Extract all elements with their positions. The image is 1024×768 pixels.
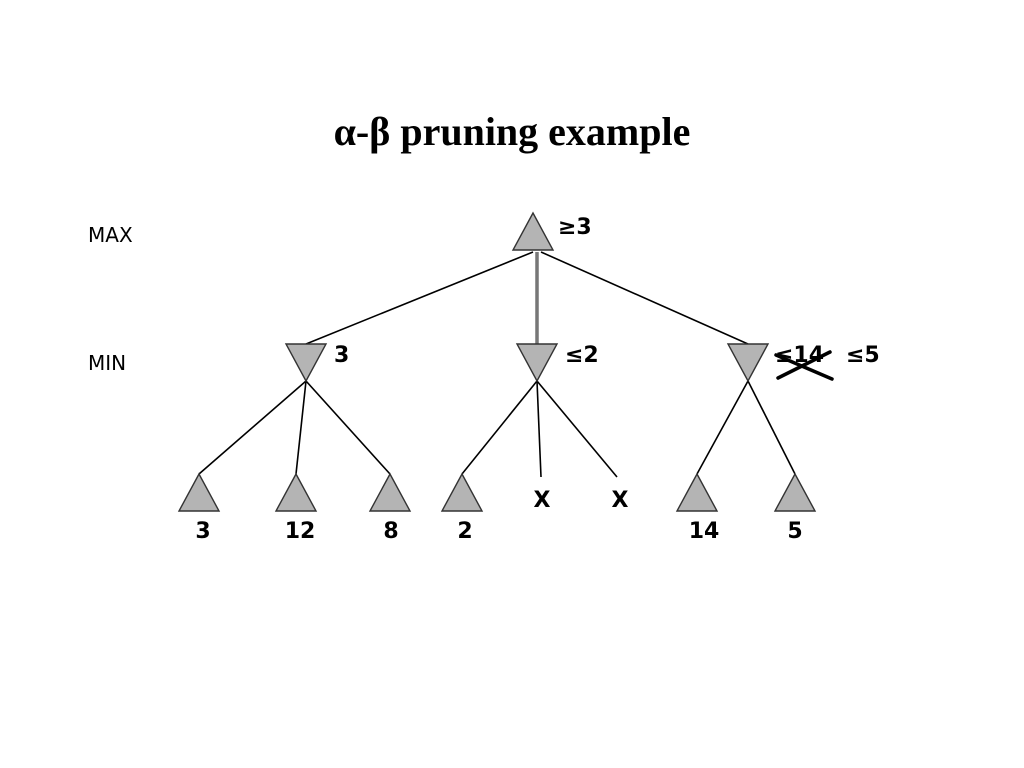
min-node-3-value: ≤5	[846, 343, 880, 368]
leaf-node-4	[440, 472, 484, 512]
leaf-2-value: 12	[285, 519, 316, 544]
min-node-2-value: ≤2	[565, 343, 599, 368]
leaf-node-8	[773, 472, 817, 512]
slide-title: α-β pruning example	[333, 109, 691, 154]
root-value-label: ≥3	[558, 215, 592, 240]
max-level-label: MAX	[88, 223, 133, 247]
edge-min1-leaf3	[305, 380, 391, 475]
edge-min3-leaf8	[747, 380, 796, 475]
leaf-8-value: 5	[787, 519, 802, 544]
edge-min2-leaf5-pruned	[536, 380, 542, 478]
leaf-4-value: 2	[457, 519, 472, 544]
edge-min1-leaf2	[295, 380, 307, 475]
leaf-node-2	[274, 472, 318, 512]
leaf-7-value: 14	[689, 519, 720, 544]
leaf-node-3	[368, 472, 412, 512]
leaf-node-1	[177, 472, 221, 512]
strikethrough-mark	[774, 353, 834, 381]
edge-min2-leaf6-pruned	[536, 380, 618, 478]
leaf-5-pruned-mark: X	[534, 488, 551, 513]
leaf-node-7	[675, 472, 719, 512]
leaf-1-value: 3	[195, 519, 210, 544]
edge-min2-leaf4	[461, 380, 538, 475]
strikethrough-mark-2	[776, 350, 832, 380]
min-node-3	[726, 343, 770, 383]
min-level-label: MIN	[88, 351, 126, 375]
edge-min3-leaf7	[696, 380, 749, 475]
edge-root-min1	[305, 251, 534, 345]
edge-root-min3	[540, 251, 749, 345]
leaf-6-pruned-mark: X	[612, 488, 629, 513]
min-node-1-value: 3	[334, 343, 349, 368]
min-node-1	[284, 343, 328, 383]
leaf-3-value: 8	[383, 519, 398, 544]
edge-min1-leaf1	[198, 380, 307, 475]
min-node-2	[515, 343, 559, 383]
max-node-root	[511, 211, 555, 251]
